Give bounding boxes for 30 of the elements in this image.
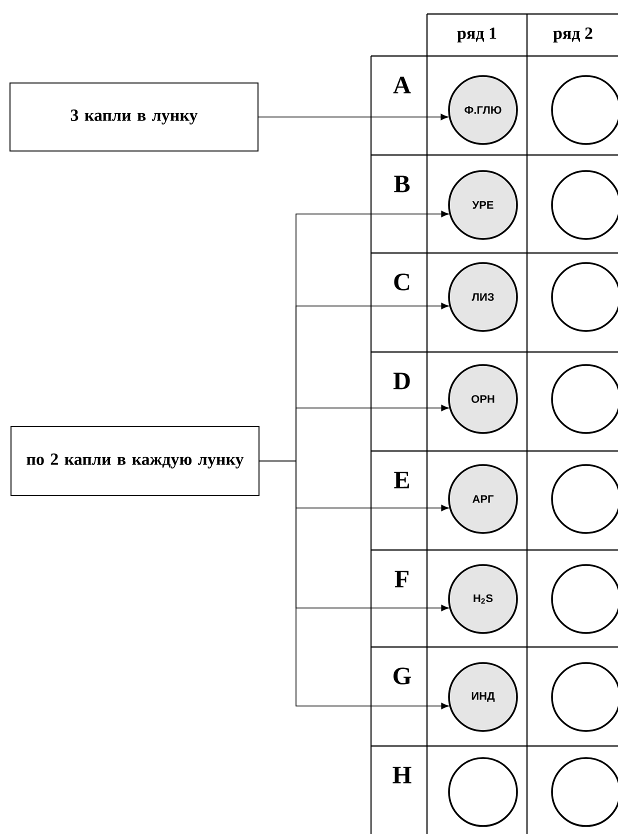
test-well: ЛИЗ xyxy=(448,262,518,332)
test-well: УРЕ xyxy=(448,170,518,240)
row-letter: D xyxy=(393,372,410,390)
row-letter: B xyxy=(394,176,410,192)
row-letter: H xyxy=(392,766,412,784)
empty-well xyxy=(448,757,518,827)
test-well: АРГ xyxy=(448,464,518,534)
test-well: Ф.ГЛЮ xyxy=(448,75,518,145)
arrow xyxy=(259,460,450,710)
empty-well xyxy=(551,757,618,827)
empty-well xyxy=(551,464,618,534)
empty-well xyxy=(551,170,618,240)
row-letter: A xyxy=(393,76,411,94)
column-header: ряд 2 xyxy=(553,28,592,42)
row-letter: F xyxy=(394,570,408,588)
instruction-box: по 2 капли в каждую лунку xyxy=(10,426,260,496)
test-well: ИНД xyxy=(448,662,518,732)
empty-well xyxy=(551,364,618,434)
instruction-box: 3 капли в лунку xyxy=(10,82,258,152)
row-letter: E xyxy=(394,472,410,488)
empty-well xyxy=(551,662,618,732)
test-well: H$_{2}$S xyxy=(448,564,518,634)
empty-well xyxy=(551,564,618,634)
empty-well xyxy=(551,75,618,145)
column-header: ряд 1 xyxy=(457,28,496,42)
empty-well xyxy=(551,262,618,332)
arrow xyxy=(258,114,448,120)
test-well: ОРН xyxy=(448,364,518,434)
row-letter: C xyxy=(394,274,410,290)
row-letter: G xyxy=(394,668,412,684)
